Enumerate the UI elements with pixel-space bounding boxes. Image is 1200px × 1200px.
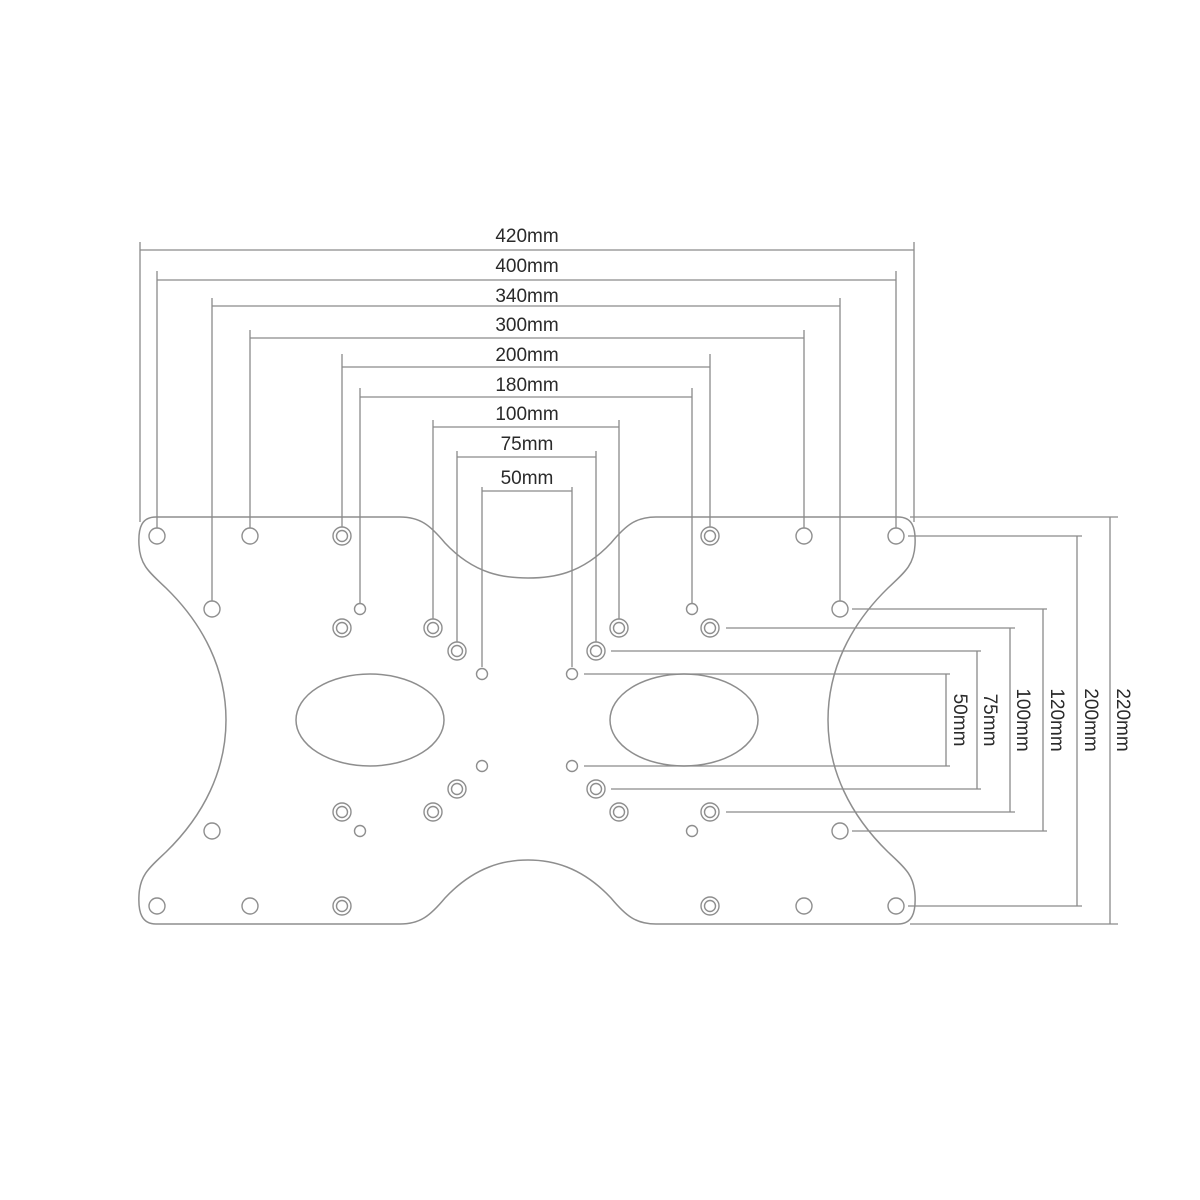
dim-label-50: 50mm	[501, 468, 554, 489]
dim-label-420: 420mm	[495, 226, 558, 247]
hole	[475, 667, 489, 681]
vertical-dimensions	[584, 516, 1118, 925]
dim-label-300: 300mm	[495, 315, 558, 336]
hole	[685, 602, 699, 616]
countersunk-holes	[332, 526, 720, 916]
hole	[241, 527, 259, 545]
vertical-dimension-labels: 220mm 200mm 120mm 100mm 75mm 50mm	[949, 688, 1133, 751]
dim-label-200: 200mm	[495, 345, 558, 366]
dim-label-75v: 75mm	[979, 694, 1000, 747]
oval-cutout-left	[295, 673, 445, 767]
horizontal-dimensions	[139, 242, 915, 667]
horizontal-dimension-labels: 420mm 400mm 340mm 300mm 200mm 180mm 100m…	[495, 226, 558, 489]
dim-label-100v: 100mm	[1012, 688, 1033, 751]
mounting-holes	[148, 526, 905, 916]
plate-outline	[138, 516, 916, 925]
hole	[795, 897, 813, 915]
hole	[887, 897, 905, 915]
dim-label-100: 100mm	[495, 404, 558, 425]
hole	[831, 600, 849, 618]
dim-label-120: 120mm	[1046, 688, 1067, 751]
oval-cutout-right	[609, 673, 759, 767]
hole	[148, 897, 166, 915]
dim-label-400: 400mm	[495, 256, 558, 277]
dim-label-50v: 50mm	[949, 694, 970, 747]
hole	[148, 527, 166, 545]
dim-label-220: 220mm	[1112, 688, 1133, 751]
hole	[203, 822, 221, 840]
hole	[203, 600, 221, 618]
hole	[475, 759, 489, 773]
hole	[353, 824, 367, 838]
dim-label-180: 180mm	[495, 375, 558, 396]
hole	[887, 527, 905, 545]
dim-label-340: 340mm	[495, 286, 558, 307]
dim-label-200v: 200mm	[1080, 688, 1101, 751]
hole	[353, 602, 367, 616]
hole	[685, 824, 699, 838]
hole	[565, 759, 579, 773]
hole	[795, 527, 813, 545]
dim-label-75: 75mm	[501, 434, 554, 455]
hole	[241, 897, 259, 915]
hole	[831, 822, 849, 840]
hole	[565, 667, 579, 681]
